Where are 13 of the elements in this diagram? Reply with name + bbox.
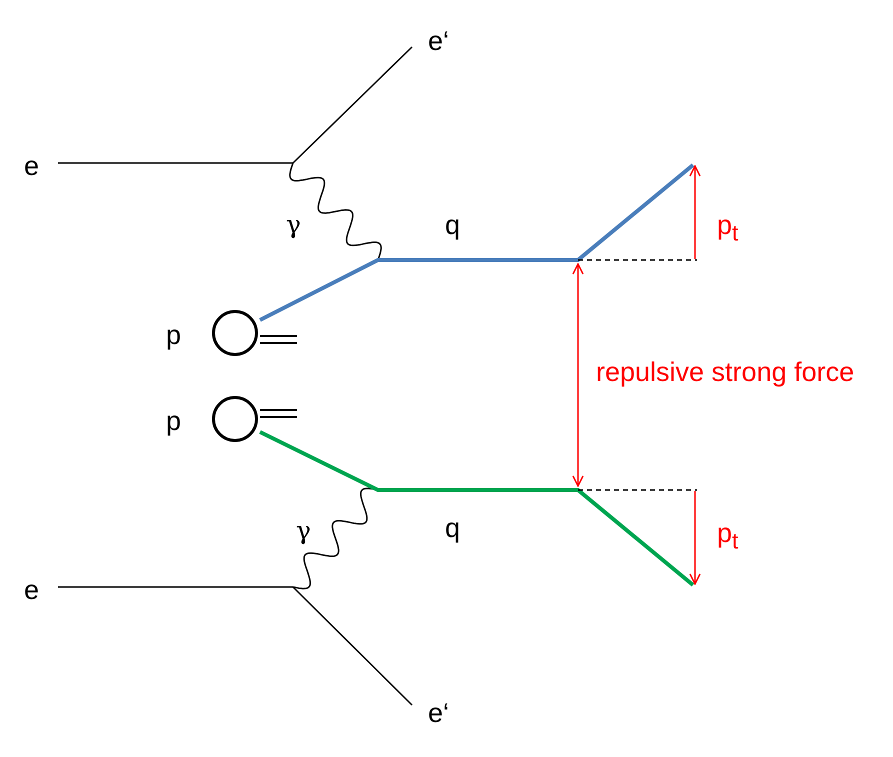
particle-label: p [166, 408, 182, 435]
particle-label: e [24, 577, 40, 604]
particle-label: γ [296, 518, 311, 543]
momentum-label: p$_{t}$ [717, 520, 738, 553]
particle-label: q [445, 515, 460, 542]
particle-label: γ [286, 212, 301, 237]
particle-label: e [24, 153, 40, 180]
momentum-label: p$_{t}$ [717, 212, 738, 245]
particle-label: p [166, 322, 182, 349]
particle-label: e‘ [428, 700, 450, 727]
force-label: repulsive strong force [596, 359, 854, 386]
particle-label: e‘ [428, 28, 450, 55]
particle-label: q [445, 212, 460, 239]
